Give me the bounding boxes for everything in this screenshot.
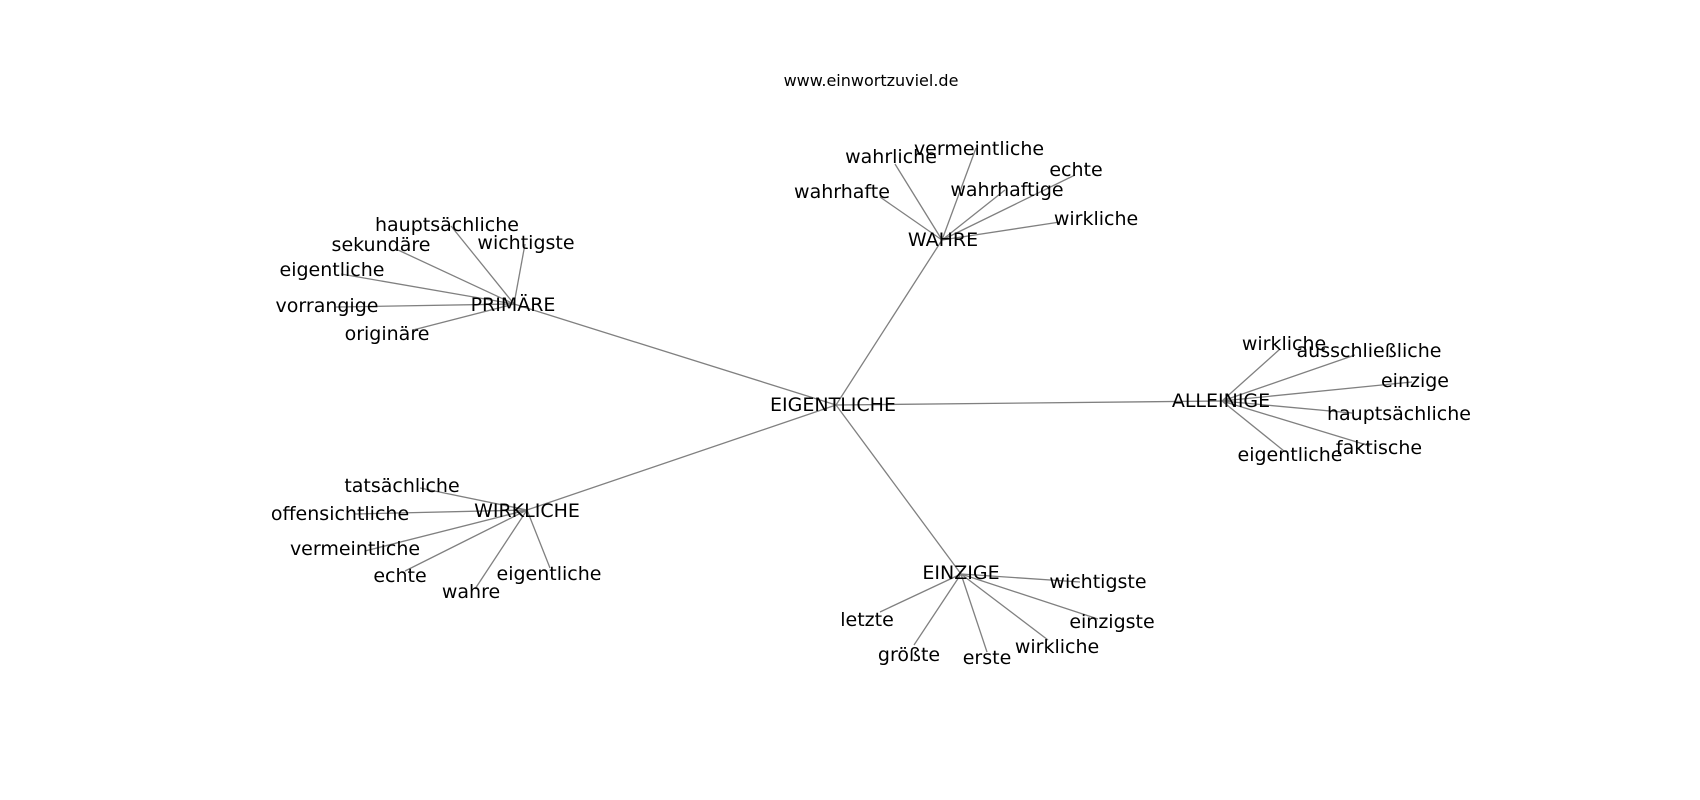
edge-root-to-hub [835,400,1223,406]
edge-hub-to-leaf [1221,400,1285,452]
edge-root-to-hub [526,404,837,511]
leaf-node-label: hauptsächliche [1327,403,1471,425]
edges [335,147,1413,653]
edge-hub-to-leaf [397,249,515,305]
leaf-node-label: wahre [442,581,500,603]
leaf-node-label: wirkliche [1015,636,1099,658]
leaf-node-label: faktische [1336,437,1422,459]
hub-node-label: WAHRE [908,229,978,251]
hub-node-label: EINZIGE [922,562,999,584]
leaf-node-label: letzte [840,609,894,631]
edge-root-to-hub [513,303,837,406]
edge-hub-to-leaf [941,147,977,241]
edge-hub-to-leaf [450,225,515,305]
edge-hub-to-leaf [941,221,1061,241]
hub-node-label: ALLEINIGE [1172,390,1270,412]
leaf-node-label: erste [963,647,1012,669]
edge-hub-to-leaf [1221,400,1371,447]
edge-hub-to-leaf [960,573,1081,583]
leaf-node-label: eigentliche [280,259,385,281]
hub-node-label: WIRKLICHE [474,500,580,522]
leaf-node-label: echte [1049,159,1102,181]
edge-hub-to-leaf [419,487,528,511]
edge-hub-to-leaf [1221,348,1281,402]
edge-hub-to-leaf [879,196,943,241]
edge-hub-to-leaf [513,243,526,305]
leaf-node-label: eigentliche [497,563,602,585]
hub-node-label: PRIMÄRE [471,293,556,316]
edge-root-to-hub [835,404,962,575]
leaf-node-label: einzige [1381,370,1449,392]
edge-hub-to-leaf [1221,400,1353,414]
labels: EIGENTLICHEWAHREwahrlichevermeintlicheec… [271,138,1471,669]
leaf-node-label: vorrangige [276,295,379,317]
leaf-node-label: vermeintliche [914,138,1044,160]
edge-hub-to-leaf [354,509,528,515]
edge-hub-to-leaf [474,509,528,590]
edge-root-to-hub [835,239,943,406]
edge-hub-to-leaf [1221,381,1413,402]
edge-hub-to-leaf [941,189,1006,241]
edge-hub-to-leaf [340,273,515,305]
site-url: www.einwortzuviel.de [783,71,959,90]
leaf-node-label: ausschließliche [1297,340,1442,362]
leaf-node-label: wichtigste [477,232,574,254]
leaf-node-label: originäre [345,323,430,345]
edge-hub-to-leaf [960,573,1099,620]
edge-hub-to-leaf [913,573,962,646]
edge-hub-to-leaf [1221,354,1356,402]
leaf-node-label: wahrhaftige [950,179,1063,201]
edge-hub-to-leaf [894,163,943,241]
root-node-label: EIGENTLICHE [770,394,896,416]
edge-hub-to-leaf [960,573,988,653]
edge-hub-to-leaf [526,509,551,569]
leaf-node-label: tatsächliche [344,475,459,497]
leaf-node-label: wahrhafte [794,181,890,203]
leaf-node-label: echte [373,565,426,587]
leaf-node-label: wirkliche [1242,333,1326,355]
leaf-node-label: wirkliche [1054,208,1138,230]
edge-hub-to-leaf [879,573,962,613]
edge-hub-to-leaf [960,573,1049,641]
leaf-node-label: offensichtliche [271,503,409,525]
leaf-node-label: vermeintliche [290,538,420,560]
edge-hub-to-leaf [364,509,528,552]
leaf-node-label: wahrliche [845,146,937,168]
leaf-node-label: hauptsächliche [375,214,519,236]
edge-hub-to-leaf [404,509,528,572]
edge-hub-to-leaf [941,174,1076,241]
leaf-node-label: wichtigste [1049,571,1146,593]
leaf-node-label: eigentliche [1238,444,1343,466]
edge-hub-to-leaf [335,303,515,308]
edge-hub-to-leaf [412,303,515,331]
leaf-node-label: größte [878,644,940,666]
leaf-node-label: einzigste [1069,611,1154,633]
leaf-node-label: sekundäre [332,234,431,256]
